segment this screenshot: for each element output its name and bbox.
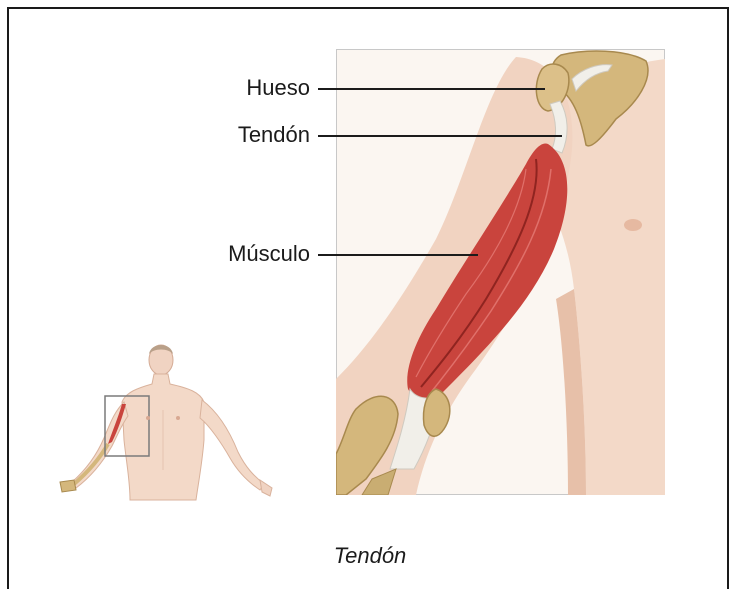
label-muscle: Músculo bbox=[150, 241, 310, 267]
figure-nipple-right bbox=[176, 416, 180, 420]
leader-tendon bbox=[318, 135, 562, 137]
label-tendon: Tendón bbox=[150, 122, 310, 148]
label-bone: Hueso bbox=[150, 75, 310, 101]
nipple bbox=[624, 219, 642, 231]
figure-right-arm bbox=[200, 400, 264, 490]
figure-left-hand bbox=[60, 480, 76, 492]
leader-muscle bbox=[318, 254, 478, 256]
figure-nipple-left bbox=[146, 416, 150, 420]
arm-anatomy-illustration bbox=[336, 49, 665, 495]
full-body-figure bbox=[58, 340, 274, 505]
figure-right-hand bbox=[260, 480, 272, 496]
figure-caption: Tendón bbox=[0, 543, 740, 569]
leader-bone bbox=[318, 88, 545, 90]
